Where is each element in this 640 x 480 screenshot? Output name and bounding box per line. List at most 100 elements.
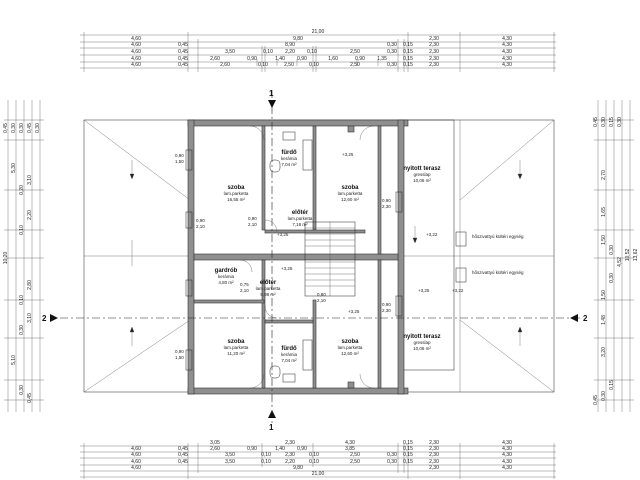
dim-bottom: 0,10 xyxy=(309,452,319,458)
dim-left: 0,30 xyxy=(19,385,25,395)
svg-text:fürdő: fürdő xyxy=(281,346,297,352)
svg-text:2,10: 2,10 xyxy=(196,224,205,229)
dim-top: 2,20 xyxy=(285,49,295,55)
dim-bottom: 2,20 xyxy=(285,459,295,465)
level-mark: +3,25 xyxy=(277,232,289,237)
svg-text:12,60 m²: 12,60 m² xyxy=(341,351,359,356)
bottom-dimension-chains: 3,05 2,30 4,30 0,15 2,30 4,30 4,60 0,45 … xyxy=(80,440,556,479)
dim-bottom: 9,80 xyxy=(293,465,303,471)
svg-text:kerámia: kerámia xyxy=(218,274,235,279)
roof-slope-arrows xyxy=(129,160,523,346)
dim-top: 4,60 xyxy=(131,36,141,42)
dim-top: 0,30 xyxy=(387,42,397,48)
dim-bottom: 4,30 xyxy=(502,446,512,452)
dim-bottom: 4,30 xyxy=(345,440,355,446)
dim-right: 0,15 xyxy=(609,117,615,127)
svg-text:kerámia: kerámia xyxy=(281,352,298,357)
dim-top: 4,30 xyxy=(502,49,512,55)
dim-bottom: 4,60 xyxy=(131,452,141,458)
dim-right: 4,52 xyxy=(617,257,623,267)
dim-top: 0,30 xyxy=(387,49,397,55)
left-dimension-chains: 0,45 0,30 0,30 0,45 0,30 5,30 0,20 3,10 … xyxy=(3,100,44,412)
dim-bottom: 0,10 xyxy=(261,452,271,458)
svg-text:gresslap: gresslap xyxy=(413,172,431,177)
dim-top: 0,15 xyxy=(403,42,413,48)
dim-bottom: 3,85 xyxy=(345,446,355,452)
dim-top: 0,10 xyxy=(309,62,319,68)
svg-text:lam.parketta: lam.parketta xyxy=(256,286,281,291)
svg-text:0,90: 0,90 xyxy=(382,302,391,307)
svg-text:7,18 m²: 7,18 m² xyxy=(292,222,308,227)
dim-top: 0,10 xyxy=(307,49,317,55)
level-mark: +3,25 xyxy=(342,152,354,157)
dim-top: 8,90 xyxy=(285,42,295,48)
dim-left: 0,45 xyxy=(27,393,33,403)
svg-text:10,06 m²: 10,06 m² xyxy=(413,178,431,183)
dim-right: 0,45 xyxy=(593,117,599,127)
svg-text:2,10: 2,10 xyxy=(248,222,257,227)
dim-bottom: 2,30 xyxy=(285,440,295,446)
room-label-bedroom-bottom-right: szoba lam.parketta 12,60 m² xyxy=(338,339,363,356)
dim-left: 5,10 xyxy=(11,355,17,365)
dim-top: 4,30 xyxy=(502,36,512,42)
dim-top: 2,30 xyxy=(429,49,439,55)
opening-labels: 0,90 1,50 0,90 2,10 0,90 2,10 0,90 2,30 … xyxy=(175,153,391,360)
level-mark: +3,25 xyxy=(348,309,360,314)
dim-left: 5,30 xyxy=(11,163,17,173)
right-dimension-chains: 0,45 0,30 0,15 0,30 2,70 1,65 1,50 0,30 … xyxy=(593,100,639,412)
room-label-bedroom-top-right: szoba lam.parketta 12,60 m² xyxy=(338,185,363,202)
dim-left: 2,80 xyxy=(27,280,33,290)
svg-text:lam.parketta: lam.parketta xyxy=(338,345,363,350)
room-label-wardrobe: gardrób kerámia 4,80 m² xyxy=(215,268,238,285)
svg-text:gardrób: gardrób xyxy=(215,268,238,274)
axis-mark-bottom: 1 xyxy=(269,423,274,432)
dim-top: 0,90 xyxy=(355,56,365,62)
dim-top: 0,15 xyxy=(403,49,413,55)
dim-bottom: 2,30 xyxy=(429,446,439,452)
dim-top: 4,60 xyxy=(131,49,141,55)
dim-bottom: 3,05 xyxy=(210,440,220,446)
svg-text:nyitott terasz: nyitott terasz xyxy=(403,334,440,340)
level-mark: +3,25 xyxy=(281,266,293,271)
dim-bottom: 2,60 xyxy=(210,446,220,452)
section-mark-left: 2 xyxy=(42,314,47,323)
room-label-terrace-top: nyitott terasz gresslap 10,06 m² xyxy=(403,166,440,183)
room-label-hall-top: előtér lam.parketta 7,18 m² xyxy=(288,210,313,227)
dim-bottom: 0,10 xyxy=(261,459,271,465)
svg-text:4,80 m²: 4,80 m² xyxy=(218,280,234,285)
svg-text:szoba: szoba xyxy=(227,339,245,345)
dim-bottom: 3,50 xyxy=(225,459,235,465)
dim-left: 0,45 xyxy=(27,123,33,133)
top-dimension-chains: 21,00 4,60 9,80 2,30 4,30 4,60 0,45 8,90… xyxy=(80,29,556,72)
dim-top: 2,60 xyxy=(220,62,230,68)
dim-bottom: 0,15 xyxy=(403,452,413,458)
dim-left: 2,20 xyxy=(27,210,33,220)
dim-bottom: 4,30 xyxy=(502,452,512,458)
room-label-terrace-bottom: nyitott terasz gresslap 10,06 m² xyxy=(403,334,440,351)
dim-bottom: 0,45 xyxy=(178,446,188,452)
dim-bottom: 2,30 xyxy=(429,459,439,465)
svg-text:1,50: 1,50 xyxy=(175,159,184,164)
annotation-heat-pump: hőszivattyú kültéri egység xyxy=(472,270,524,275)
dim-bottom: 0,10 xyxy=(309,459,319,465)
dim-top: 4,30 xyxy=(502,56,512,62)
dim-top: 4,60 xyxy=(131,62,141,68)
dim-top: 2,50 xyxy=(284,62,294,68)
dim-top: 4,60 xyxy=(131,42,141,48)
dim-bottom: 0,45 xyxy=(178,459,188,465)
dim-bottom: 2,30 xyxy=(285,452,295,458)
svg-text:7,04 m²: 7,04 m² xyxy=(281,358,297,363)
svg-text:szoba: szoba xyxy=(227,185,245,191)
level-marks: +3,25 +3,25 +3,25 +3,25 +3,25 +3,22 +3,2… xyxy=(277,152,464,314)
dim-top: 1,35 xyxy=(377,56,387,62)
dim-top: 9,80 xyxy=(293,36,303,42)
svg-text:12,60 m²: 12,60 m² xyxy=(341,197,359,202)
dim-right: 3,20 xyxy=(601,347,607,357)
level-mark: +3,22 xyxy=(426,232,438,237)
dim-right: 0,30 xyxy=(601,117,607,127)
dim-top: 0,10 xyxy=(263,49,273,55)
dim-left: 0,10 xyxy=(19,225,25,235)
dim-top: 4,60 xyxy=(131,56,141,62)
windows xyxy=(185,149,403,371)
dim-right: 13,62 xyxy=(633,249,639,262)
